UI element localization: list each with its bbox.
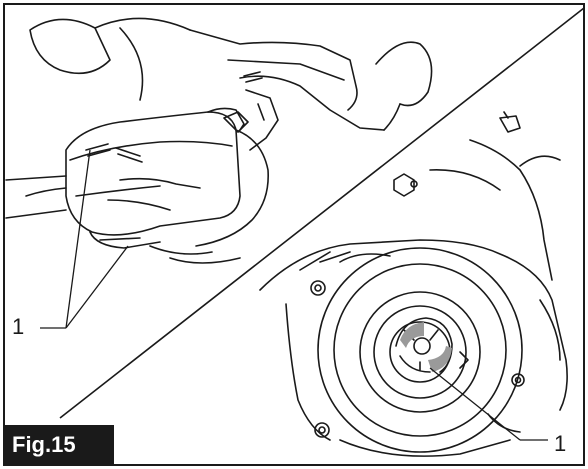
leader-line-right xyxy=(429,367,548,441)
leader-lines-left xyxy=(40,149,129,329)
shaft-shading xyxy=(400,322,424,348)
callout-label-left: 1 xyxy=(12,314,25,339)
shaft-shading xyxy=(428,346,452,372)
figure-label: Fig.15 xyxy=(4,425,114,465)
right-view-housing xyxy=(259,111,568,457)
diagonal-divider xyxy=(59,7,585,419)
left-view-cap xyxy=(5,17,433,264)
callout-label-right: 1 xyxy=(554,431,567,456)
